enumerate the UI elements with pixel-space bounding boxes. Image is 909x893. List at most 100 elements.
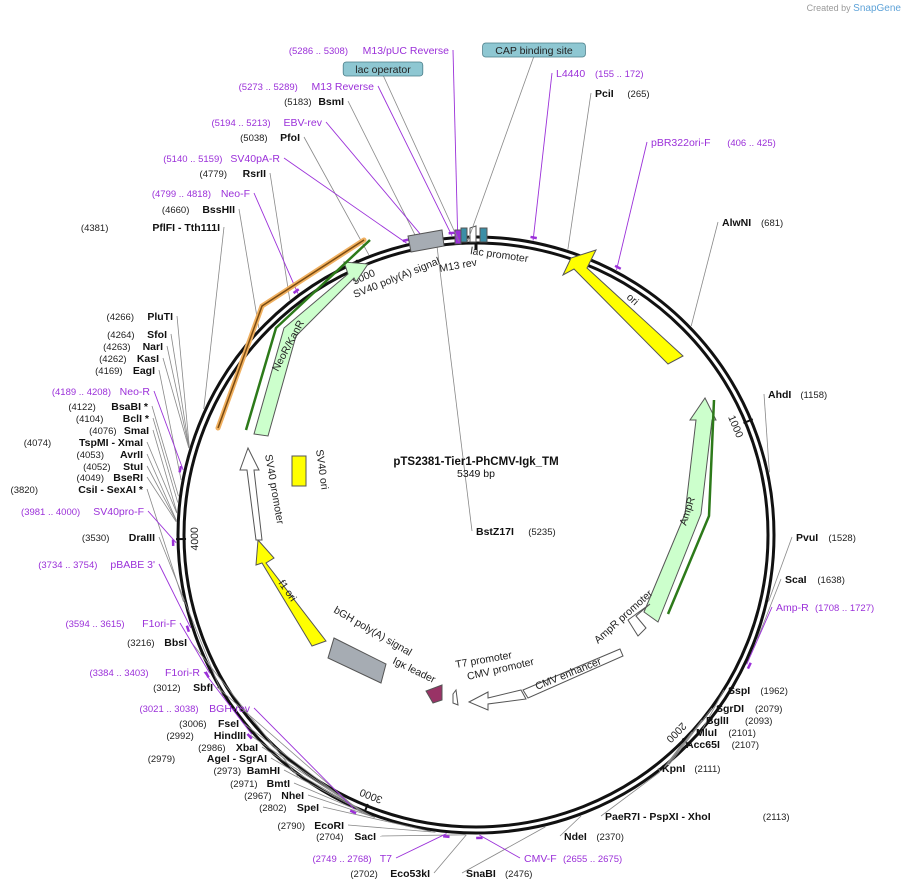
site-hindiii[interactable]: HindIII(2992) bbox=[166, 730, 246, 742]
site-agei[interactable]: AgeI - SgrAI(2979) bbox=[148, 753, 267, 765]
site-sbfi[interactable]: SbfI(3012) bbox=[153, 682, 213, 694]
primer-leader-7 bbox=[179, 622, 211, 674]
site-name: RsrII bbox=[243, 168, 266, 180]
primer-position: (2749 .. 2768) bbox=[312, 854, 371, 865]
primer-f1ori-f[interactable]: F1ori-F(3594 .. 3615) bbox=[65, 618, 176, 630]
primer-pbr322ori-f[interactable]: pBR322ori-F(406 .. 425) bbox=[651, 137, 776, 149]
leader-sfoi bbox=[170, 333, 190, 448]
site-ecori[interactable]: EcoRI(2790) bbox=[278, 820, 345, 832]
feature-lac-operator[interactable] bbox=[460, 227, 468, 243]
feature-sv40-polya[interactable] bbox=[407, 229, 445, 253]
primer-ebv-rev[interactable]: EBV-rev(5194 .. 5213) bbox=[211, 117, 322, 129]
site-fsei[interactable]: FseI(3006) bbox=[179, 718, 239, 730]
site-pcii[interactable]: PciI(265) bbox=[595, 88, 650, 100]
site-pvui[interactable]: PvuI(1528) bbox=[796, 532, 856, 544]
primer-t7[interactable]: T7(2749 .. 2768) bbox=[312, 853, 392, 865]
site-position: (4779) bbox=[200, 169, 227, 180]
primer-pbabe-3-[interactable]: pBABE 3'(3734 .. 3754) bbox=[38, 559, 155, 571]
site-rsrii[interactable]: RsrII (4779) bbox=[200, 168, 267, 180]
site-name: PciI bbox=[595, 88, 614, 100]
primer-position: (5140 .. 5159) bbox=[163, 154, 222, 165]
site-draiii[interactable]: DraIII(3530) bbox=[82, 532, 155, 544]
leader-pflfi bbox=[203, 226, 225, 409]
site-bglii[interactable]: BglII(2093) bbox=[706, 715, 772, 727]
feature-ori[interactable] bbox=[561, 249, 684, 365]
site-ndei[interactable]: NdeI(2370) bbox=[564, 831, 624, 843]
primer-f1ori-r[interactable]: F1ori-R(3384 .. 3403) bbox=[89, 667, 200, 679]
site-bstz17i[interactable]: BstZ17I(5235) bbox=[476, 526, 556, 538]
primer-neo-r[interactable]: Neo-R(4189 .. 4208) bbox=[52, 386, 151, 398]
site-kasi[interactable]: KasI(4262) bbox=[99, 353, 159, 365]
primer-amp-r[interactable]: Amp-R(1708 .. 1727) bbox=[776, 602, 874, 614]
site-ahdi[interactable]: AhdI(1158) bbox=[768, 389, 827, 401]
leader-lines bbox=[146, 49, 793, 874]
site-kpni[interactable]: KpnI(2111) bbox=[662, 763, 720, 775]
site-bcli[interactable]: BclI *(4104) bbox=[76, 413, 150, 425]
site-name: Eco53kI bbox=[390, 868, 430, 880]
feature-cmv-promoter[interactable] bbox=[467, 689, 527, 711]
site-position: (2802) bbox=[259, 803, 286, 814]
feature-t7-promoter[interactable] bbox=[452, 688, 459, 706]
site-bbsi[interactable]: BbsI(3216) bbox=[127, 637, 187, 649]
site-bsshii[interactable]: BssHII(4660) bbox=[162, 204, 235, 216]
site-mlui[interactable]: MluI(2101) bbox=[696, 727, 756, 739]
feature-sv40-promoter[interactable] bbox=[239, 446, 263, 541]
site-smai[interactable]: SmaI(4076) bbox=[89, 425, 149, 437]
site-nhei[interactable]: NheI(2967) bbox=[244, 790, 304, 802]
leader-bsmi bbox=[347, 100, 419, 241]
primer-bgh-rev[interactable]: BGH-rev(3021 .. 3038) bbox=[139, 703, 250, 715]
site-position: (2107) bbox=[732, 740, 759, 751]
primer-sv40pa-r[interactable]: SV40pA-R(5140 .. 5159) bbox=[163, 153, 280, 165]
site-stui[interactable]: StuI(4052) bbox=[83, 461, 143, 473]
site-snabi[interactable]: SnaBI(2476) bbox=[466, 868, 532, 880]
primer-cmv-f[interactable]: CMV-F(2655 .. 2675) bbox=[524, 853, 622, 865]
feature-f1-ori[interactable] bbox=[255, 538, 327, 647]
site-bsabi[interactable]: BsaBI *(4122) bbox=[68, 401, 149, 413]
feature-cap-site[interactable] bbox=[479, 227, 488, 243]
site-pluti[interactable]: PluTI(4266) bbox=[107, 311, 174, 323]
feature-ampr-promoter[interactable] bbox=[627, 603, 651, 637]
site-scai[interactable]: ScaI(1638) bbox=[785, 574, 845, 586]
feature-m13-rev[interactable] bbox=[454, 229, 462, 245]
site-paer7i[interactable]: PaeR7I - PspXI - XhoI(2113) bbox=[605, 811, 790, 823]
site-bamhi[interactable]: BamHI(2973) bbox=[214, 765, 281, 777]
site-sfoi[interactable]: SfoI(4264) bbox=[107, 329, 167, 341]
site-bmti[interactable]: BmtI(2971) bbox=[230, 778, 290, 790]
feature-sv40-ori[interactable] bbox=[291, 455, 307, 487]
site-acc65i[interactable]: Acc65I (2107) bbox=[686, 739, 759, 751]
feature-neor-kanr[interactable] bbox=[253, 261, 369, 437]
site-avrii[interactable]: AvrII(4053) bbox=[77, 449, 144, 461]
primer-m13-puc-reverse[interactable]: M13/pUC Reverse(5286 .. 5308) bbox=[289, 45, 449, 57]
plasmid-length: 5349 bp bbox=[457, 468, 495, 480]
feature-bgh-polya[interactable] bbox=[327, 637, 387, 684]
feature-ampr[interactable] bbox=[643, 397, 717, 623]
primer-position: (5194 .. 5213) bbox=[211, 118, 270, 129]
site-eagi[interactable]: EagI(4169) bbox=[95, 365, 155, 377]
site-bseri[interactable]: BseRI(4049) bbox=[77, 472, 144, 484]
site-eco53ki[interactable]: Eco53kI(2702) bbox=[350, 868, 430, 880]
feature-cmv-enhancer[interactable] bbox=[522, 648, 624, 699]
primer-neo-f[interactable]: Neo-F(4799 .. 4818) bbox=[152, 188, 250, 200]
site-xbai[interactable]: XbaI(2986) bbox=[198, 742, 258, 754]
site-bsmi[interactable]: BsmI(5183) bbox=[284, 96, 344, 108]
site-name: NarI bbox=[143, 341, 164, 353]
primer-l4440[interactable]: L4440(155 .. 172) bbox=[556, 68, 644, 80]
snapgene-credit: Created by SnapGene bbox=[807, 3, 901, 14]
site-sspi[interactable]: SspI(1962) bbox=[728, 685, 788, 697]
site-name: AgeI - SgrAI bbox=[207, 753, 267, 765]
site-spei[interactable]: SpeI(2802) bbox=[259, 802, 319, 814]
site-saci[interactable]: SacI(2704) bbox=[316, 831, 376, 843]
site-tspmi[interactable]: TspMI - XmaI(4074) bbox=[24, 437, 143, 449]
primer-m13-reverse[interactable]: M13 Reverse(5273 .. 5289) bbox=[239, 81, 375, 93]
site-pfoi[interactable]: PfoI(5038) bbox=[240, 132, 300, 144]
feature-lac-promoter[interactable] bbox=[469, 225, 477, 243]
primer-sv40pro-f[interactable]: SV40pro-F(3981 .. 4000) bbox=[21, 506, 144, 518]
site-pflfi[interactable]: PflFI - Tth111I(4381) bbox=[81, 222, 220, 234]
site-name: SgrDI bbox=[716, 703, 744, 715]
site-sgrdi[interactable]: SgrDI(2079) bbox=[716, 703, 782, 715]
site-name: Acc65I bbox=[686, 739, 720, 751]
site-nari[interactable]: NarI(4263) bbox=[103, 341, 163, 353]
site-alwni[interactable]: AlwNI(681) bbox=[722, 217, 783, 229]
feature-igk-leader[interactable] bbox=[425, 684, 443, 704]
site-csii[interactable]: CsiI - SexAI *(3820) bbox=[11, 484, 144, 496]
